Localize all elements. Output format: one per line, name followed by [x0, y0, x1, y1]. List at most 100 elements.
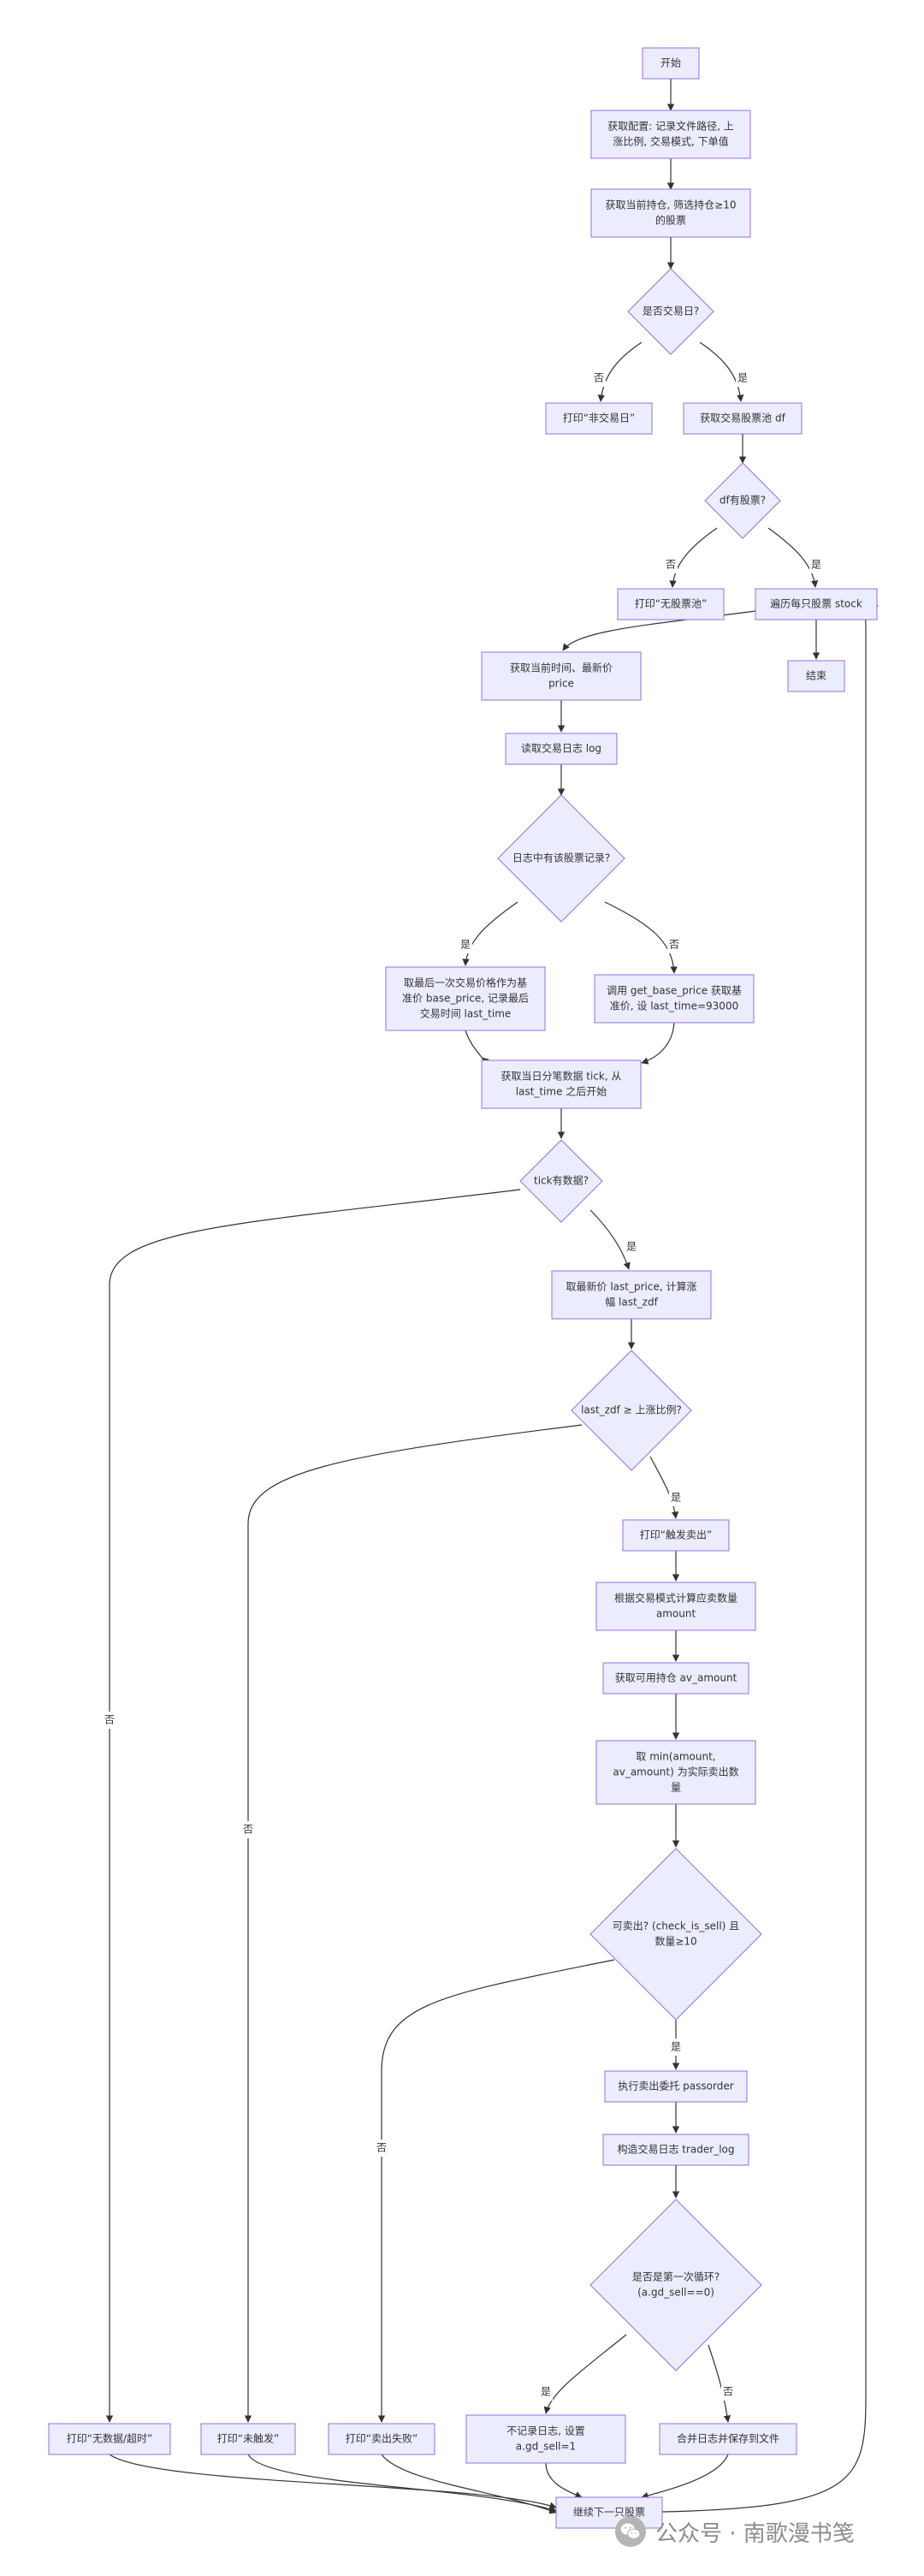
edge-label-bg — [736, 370, 749, 387]
node-label: 调用 get_base_price 获取基 — [607, 985, 742, 997]
edge-label-yes: 是 — [460, 939, 471, 951]
decision-diamond — [519, 1139, 603, 1223]
edge-6 — [669, 527, 718, 588]
node-label: tick有数据? — [534, 1174, 589, 1187]
edge-label-no: 否 — [243, 1824, 253, 1836]
node-label: 量 — [671, 1782, 681, 1794]
edge-labels: 否是否是是否是否是否是否是否 — [103, 370, 823, 2401]
edge-20 — [649, 1456, 679, 1519]
edge-7 — [767, 527, 819, 588]
node-label: 交易时间 last_time — [420, 1007, 512, 1020]
node-get-pool: 获取交易股票池 df — [683, 402, 803, 435]
edge-label-no: 否 — [594, 372, 604, 384]
node-no-log: 不记录日志, 设置 a.gd_sell=1 — [465, 2414, 626, 2464]
node-label: 是否交易日? — [643, 305, 699, 318]
edge-label-bg — [721, 2383, 735, 2401]
node-box — [590, 188, 751, 238]
node-box — [755, 588, 878, 620]
node-label: last_zdf ≥ 上涨比例? — [581, 1404, 682, 1416]
edge-label-yes: 是 — [671, 1492, 681, 1504]
edge-label-no: 否 — [723, 2386, 733, 2398]
node-label: 继续下一只股票 — [573, 2507, 645, 2519]
node-label: 获取当前持仓, 筛选持仓≥10 — [606, 199, 737, 211]
edge-label-no: 否 — [376, 2142, 387, 2154]
node-label: 幅 last_zdf — [605, 1296, 658, 1309]
node-label: 数量≥10 — [654, 1935, 696, 1948]
edge-label-yes: 是 — [737, 372, 748, 384]
edge-33 — [247, 2454, 557, 2513]
node-label: 根据交易模式计算应卖数量 — [614, 1592, 737, 1605]
edge-34 — [381, 2454, 557, 2514]
edge-label-bg — [241, 1821, 255, 1838]
node-box — [545, 402, 653, 435]
node-label: 打印“非交易日” — [563, 412, 635, 424]
node-sell-fail: 打印“卖出失败” — [328, 2423, 435, 2455]
edge-21 — [244, 1424, 583, 2423]
edge-36 — [641, 2454, 729, 2500]
edge-label-bg — [809, 556, 823, 573]
edge-label-yes: 是 — [541, 2386, 551, 2398]
edges — [105, 79, 879, 2514]
edge-label-bg — [664, 556, 678, 573]
node-label: 取 min(amount, — [636, 1751, 715, 1763]
node-label: 打印“未触发” — [217, 2432, 279, 2445]
node-label: av_amount) 为实际卖出数 — [613, 1766, 738, 1778]
edge-30 — [543, 2334, 627, 2414]
node-label: 准价, 设 last_time=93000 — [610, 1000, 738, 1012]
node-tick-has-data: tick有数据? — [519, 1139, 603, 1223]
node-label: 构造交易日志 trader_log — [617, 2143, 734, 2156]
edge-label-bg — [592, 370, 606, 387]
node-first-loop: 是否是第一次循环?(a.gd_sell==0) — [589, 2199, 762, 2371]
edge-14 — [465, 1030, 489, 1065]
node-label: 遍历每只股票 stock — [770, 597, 862, 610]
node-box — [787, 660, 845, 692]
node-label: last_time 之后开始 — [516, 1086, 607, 1098]
node-box — [602, 1662, 749, 1695]
node-can-sell: 可卖出? (check_is_sell) 且数量≥10 — [589, 1848, 762, 2021]
decision-diamond — [627, 268, 714, 355]
edge-17 — [589, 1209, 631, 1270]
edge-label-no: 否 — [669, 939, 679, 951]
edge-label-bg — [667, 936, 681, 953]
node-box — [590, 110, 751, 159]
node-av-amount: 获取可用持仓 av_amount — [602, 1662, 749, 1695]
node-loop: 遍历每只股票 stock — [755, 588, 878, 620]
edge-label-bg — [459, 936, 472, 953]
node-label: 日志中有该股票记录? — [512, 852, 610, 864]
node-box — [595, 1740, 756, 1805]
node-label: 可卖出? (check_is_sell) 且 — [613, 1920, 739, 1932]
node-box — [481, 1059, 642, 1109]
node-label: 不记录日志, 设置 — [506, 2425, 585, 2437]
node-label: 打印“无股票池” — [635, 598, 707, 610]
node-label: 准价 base_price, 记录最后 — [402, 993, 529, 1005]
node-box — [683, 402, 803, 435]
node-box — [328, 2423, 435, 2455]
edge-label-yes: 是 — [626, 1241, 637, 1253]
node-is-trade-day: 是否交易日? — [627, 268, 714, 355]
node-label: 的股票 — [655, 214, 686, 227]
wechat-icon — [614, 2515, 647, 2548]
node-label: 打印“无数据/超时” — [67, 2432, 152, 2445]
node-box — [595, 1582, 756, 1631]
node-box — [617, 588, 725, 620]
edge-label-no: 否 — [666, 559, 676, 571]
node-get-tick: 获取当日分笔数据 tick, 从 last_time 之后开始 — [481, 1059, 642, 1109]
node-label: 获取当前时间、最新价 — [510, 662, 613, 674]
node-label: 执行卖出委托 passorder — [618, 2080, 733, 2092]
node-box — [555, 2496, 663, 2529]
decision-diamond — [589, 1848, 762, 2021]
edge-label-bg — [625, 1238, 638, 1255]
edge-label-no: 否 — [104, 1714, 115, 1726]
node-passorder: 执行卖出委托 passorder — [604, 2070, 748, 2103]
node-config: 获取配置: 记录文件路径, 上涨比例, 交易模式, 下单值 — [590, 110, 751, 159]
edge-15 — [641, 1022, 675, 1065]
node-label: a.gd_sell=1 — [516, 2441, 576, 2453]
node-label: (a.gd_sell==0) — [637, 2287, 714, 2299]
node-label: 获取当日分笔数据 tick, 从 — [500, 1070, 621, 1083]
watermark-text: 公众号 · 南歌漫书笺 — [655, 2520, 855, 2547]
node-log-has-record: 日志中有该股票记录? — [497, 794, 625, 923]
edge-31 — [708, 2344, 732, 2423]
node-label: 打印“触发卖出” — [640, 1528, 712, 1541]
